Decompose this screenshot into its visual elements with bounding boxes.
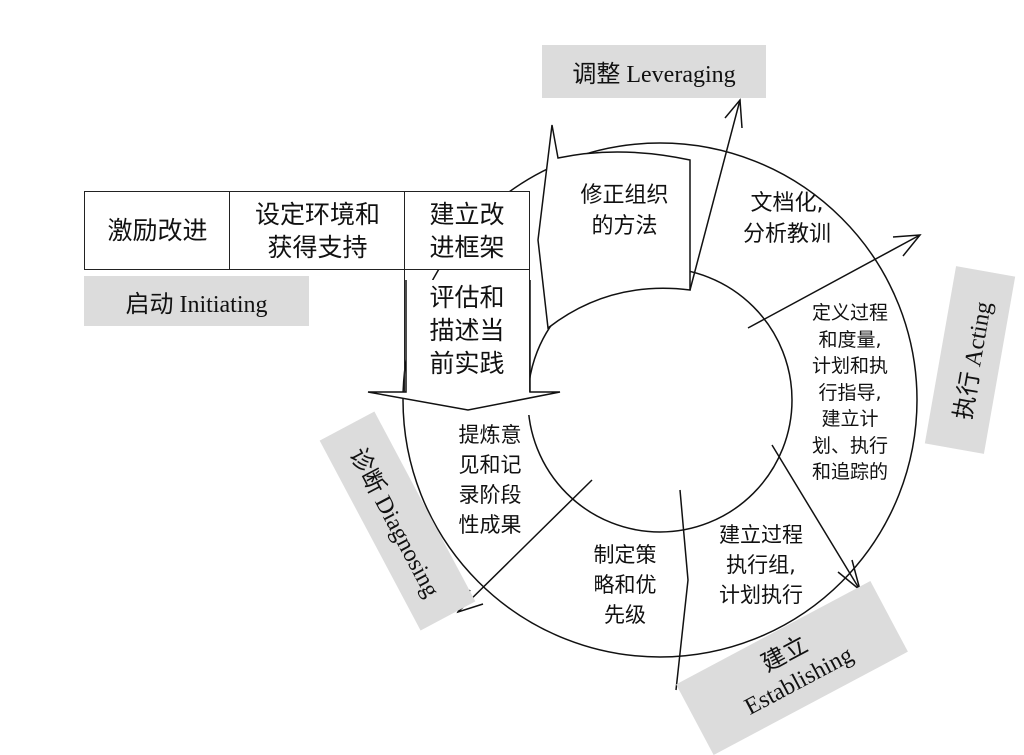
define-line-5: 建立计 [821,408,879,430]
create-team-line-1: 建立过程 [719,523,803,547]
leveraging-curve-arrow [537,124,691,330]
separator-bottom-left [457,479,593,613]
build-framework-line-2: 进框架 [429,232,505,262]
cycle-ring [367,98,922,691]
refine-findings-line-4: 性成果 [458,513,522,537]
step-refine-findings: 提炼意 见和记 录阶段 性成果 [440,420,540,540]
box-motivate: 激励改进 [84,191,231,270]
separator-upper-right [747,234,921,329]
tag-leveraging: 调整 Leveraging [542,45,766,98]
step-document: 文档化, 分析教训 [722,188,852,250]
define-line-4: 行指导, [818,381,882,404]
strategy-line-1: 制定策 [593,543,657,567]
box-set-context: 设定环境和 获得支持 [229,191,406,270]
acting-label: 执行 Acting [950,299,997,422]
step-strategy: 制定策 略和优 先级 [575,540,675,630]
initiating-label: 启动 Initiating [125,291,268,318]
tag-initiating: 启动 Initiating [84,276,309,326]
strategy-line-2: 略和优 [593,573,657,597]
leveraging-label: 调整 Leveraging [572,62,736,88]
document-line-1: 文档化, [750,191,824,216]
initiating-down-arrow [367,280,561,411]
refine-findings-line-2: 见和记 [458,453,522,477]
create-team-line-3: 计划执行 [719,583,803,607]
assess-line-1: 评估和 [429,282,505,312]
separator-bottom [675,489,689,691]
separator-top [689,99,741,291]
separator-lower-right [771,444,861,591]
motivate-text: 激励改进 [107,216,208,245]
step-create-team: 建立过程 执行组, 计划执行 [696,520,826,610]
assess-line-3: 前实践 [429,348,505,378]
refine-method-line-2: 的方法 [591,214,658,239]
define-line-2: 和度量, [818,328,882,351]
refine-method-line-1: 修正组织 [580,183,669,208]
assess-line-2: 描述当 [429,315,505,345]
create-team-line-2: 执行组, [726,553,796,577]
strategy-line-3: 先级 [604,603,646,627]
document-line-2: 分析教训 [742,222,831,247]
box-build-framework: 建立改 进框架 [404,191,530,270]
set-context-line-2: 获得支持 [267,232,368,262]
set-context-line-1: 设定环境和 [254,199,380,229]
refine-findings-line-3: 录阶段 [458,483,522,507]
step-refine-method: 修正组织 的方法 [562,180,687,242]
refine-findings-line-1: 提炼意 [458,423,522,447]
ideal-model-diagram: 激励改进 设定环境和 获得支持 建立改 进框架 评估和 描述当 前实践 启动 I… [84,45,1016,755]
separator-top-head [724,98,743,129]
define-line-1: 定义过程 [811,302,888,324]
build-framework-line-1: 建立改 [429,199,505,229]
step-define: 定义过程 和度量, 计划和执 行指导, 建立计 划、执行 和追踪的 [800,300,900,486]
define-line-7: 和追踪的 [811,461,888,483]
outer-ring [402,142,918,658]
separator-upper-right-head [892,234,922,257]
define-line-3: 计划和执 [811,355,888,377]
box-assess: 评估和 描述当 前实践 [404,268,530,392]
define-line-6: 划、执行 [811,434,888,457]
